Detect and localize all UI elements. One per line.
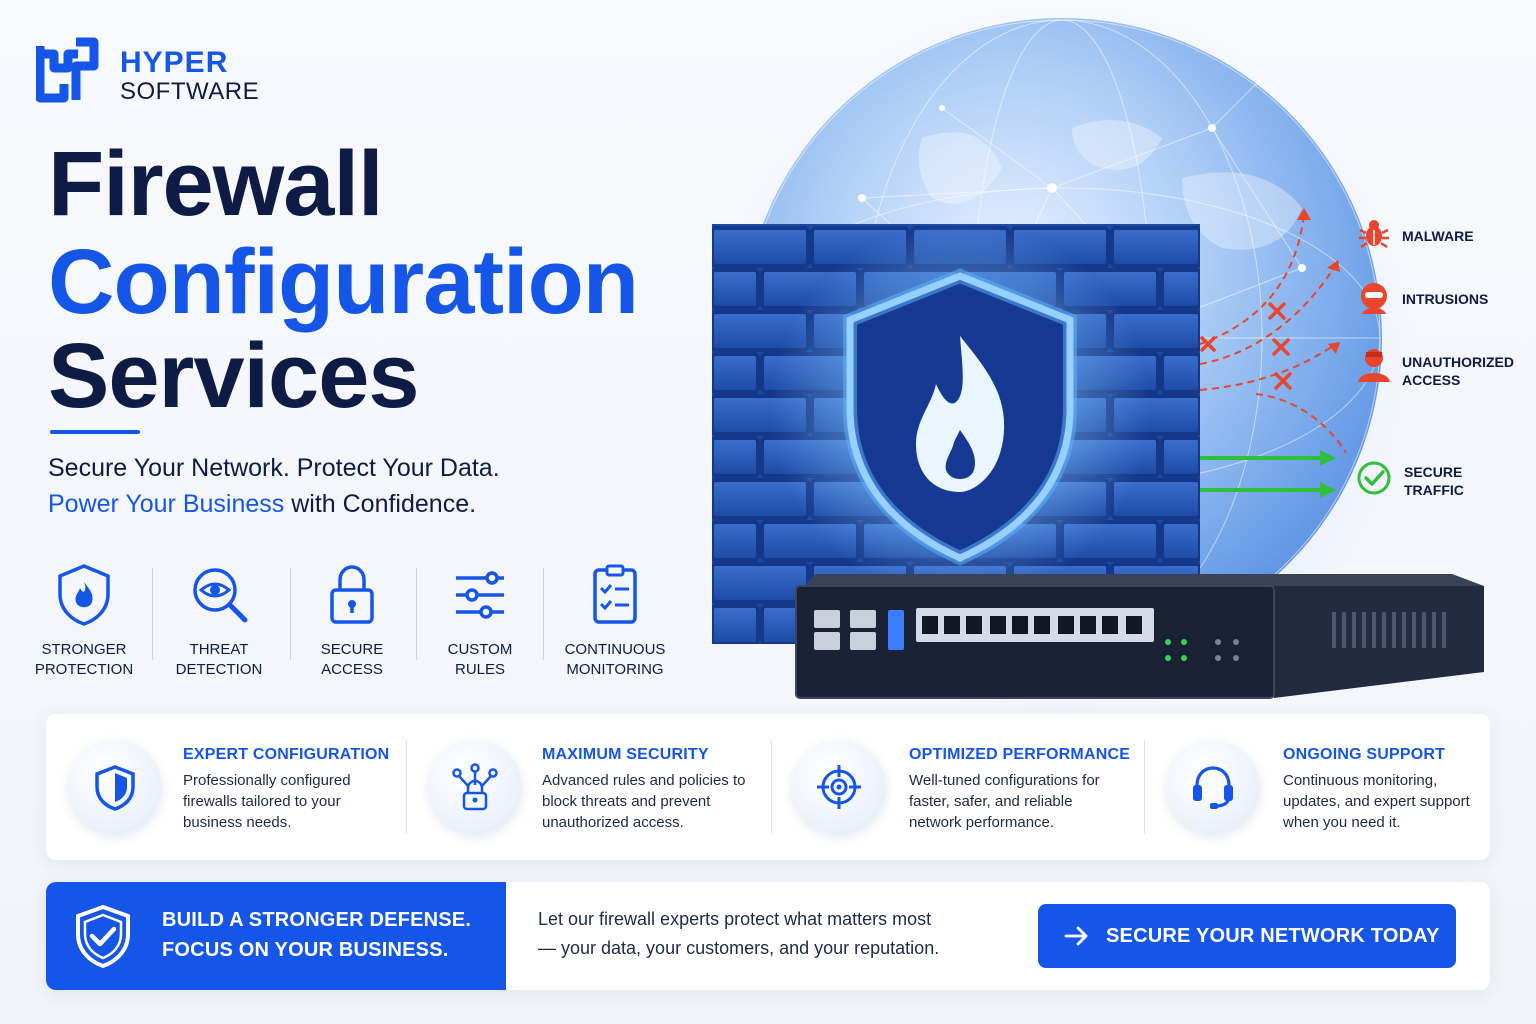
network-lock-icon bbox=[452, 763, 498, 811]
brand-logo: HYPER SOFTWARE bbox=[36, 36, 276, 112]
secure-network-button[interactable]: SECURE YOUR NETWORK TODAY bbox=[1038, 904, 1456, 968]
threat-label-malware: MALWARE bbox=[1402, 228, 1474, 244]
blocked-x-icon bbox=[1200, 336, 1216, 352]
eye-magnifier-icon bbox=[193, 568, 248, 623]
feature-label: SECURE ACCESS bbox=[287, 640, 417, 680]
benefit-icon-badge bbox=[428, 740, 522, 834]
feature-stronger-protection: STRONGER PROTECTION bbox=[19, 562, 149, 680]
brand-name-line2: SOFTWARE bbox=[120, 78, 260, 105]
benefit-divider bbox=[406, 740, 407, 834]
check-circle-icon bbox=[1357, 461, 1391, 495]
intrusion-arrow bbox=[1199, 263, 1337, 365]
blocked-x-icon bbox=[1272, 338, 1290, 356]
malware-arrow bbox=[1199, 213, 1305, 345]
benefit-expert-configuration: EXPERT CONFIGURATION Professionally conf… bbox=[46, 714, 406, 860]
sliders-icon bbox=[456, 571, 504, 619]
secure-network-button-label: SECURE YOUR NETWORK TODAY bbox=[1106, 924, 1440, 947]
feature-secure-access: SECURE ACCESS bbox=[287, 562, 417, 680]
tagline-highlight: Power Your Business bbox=[48, 490, 285, 518]
feature-label: THREAT DETECTION bbox=[154, 640, 284, 680]
traffic-label-line: TRAFFIC bbox=[1404, 482, 1464, 498]
unauthorized-arrow bbox=[1199, 343, 1337, 391]
benefit-description: Advanced rules and policies to block thr… bbox=[542, 772, 746, 831]
feature-label-text: CUSTOM RULES bbox=[447, 641, 513, 678]
headset-icon bbox=[1193, 766, 1233, 809]
shield-flame-icon bbox=[58, 564, 110, 626]
feature-label-text: SECURE ACCESS bbox=[320, 641, 384, 678]
arrow-right-icon bbox=[1064, 926, 1088, 946]
shield-icon bbox=[95, 765, 135, 811]
headline-line1: Firewall bbox=[48, 133, 384, 235]
brand-name-line1: HYPER bbox=[120, 46, 229, 79]
blocked-x-icon bbox=[1268, 302, 1286, 320]
feature-label: CONTINUOUS MONITORING bbox=[550, 640, 680, 680]
threat-label-intrusions: INTRUSIONS bbox=[1402, 291, 1489, 307]
feature-label-text: STRONGER PROTECTION bbox=[34, 641, 134, 678]
traffic-label-line: SECURE bbox=[1404, 464, 1463, 480]
benefits-panel: EXPERT CONFIGURATION Professionally conf… bbox=[46, 714, 1490, 860]
feature-threat-detection: THREAT DETECTION bbox=[154, 562, 284, 680]
feature-divider bbox=[152, 568, 153, 660]
feature-label: STRONGER PROTECTION bbox=[19, 640, 149, 680]
benefit-divider bbox=[1144, 740, 1145, 834]
traffic-label-secure: SECURE TRAFFIC bbox=[1404, 463, 1464, 499]
feature-divider bbox=[543, 568, 544, 660]
hacker-intrusion-icon bbox=[1361, 283, 1387, 314]
blocked-x-icon bbox=[1274, 372, 1292, 390]
tagline-line1: Secure Your Network. Protect Your Data. bbox=[48, 454, 500, 482]
cta-band: BUILD A STRONGER DEFENSE. FOCUS ON YOUR … bbox=[46, 882, 1490, 990]
benefit-icon-badge bbox=[1166, 740, 1260, 834]
feature-label-text: THREAT DETECTION bbox=[175, 641, 263, 678]
benefit-maximum-security: MAXIMUM SECURITY Advanced rules and poli… bbox=[406, 714, 772, 860]
benefit-title: MAXIMUM SECURITY bbox=[542, 746, 709, 763]
shield-check-icon bbox=[76, 904, 130, 969]
threat-label-unauthorized: UNAUTHORIZED ACCESS bbox=[1402, 353, 1514, 389]
cta-message-line2: — your data, your customers, and your re… bbox=[538, 938, 940, 958]
headline-line3: Services bbox=[48, 325, 420, 427]
feature-continuous-monitoring: CONTINUOUS MONITORING bbox=[550, 562, 680, 680]
benefit-optimized-performance: OPTIMIZED PERFORMANCE Well-tuned configu… bbox=[772, 714, 1144, 860]
headline-line2: Configuration bbox=[48, 231, 639, 333]
feature-label-text: CONTINUOUS MONITORING bbox=[564, 641, 666, 678]
globe-network-lines bbox=[743, 19, 1381, 657]
benefit-description: Continuous monitoring, updates, and expe… bbox=[1283, 772, 1470, 831]
benefit-ongoing-support: ONGOING SUPPORT Continuous monitoring, u… bbox=[1144, 714, 1490, 860]
feature-divider bbox=[416, 568, 417, 660]
benefit-divider bbox=[771, 740, 772, 834]
shield-flame-emblem-icon bbox=[843, 268, 1077, 566]
feature-custom-rules: CUSTOM RULES bbox=[415, 562, 545, 680]
cta-headline-line2: FOCUS ON YOUR BUSINESS. bbox=[162, 939, 449, 961]
user-unauthorized-icon bbox=[1358, 349, 1390, 382]
checklist-clipboard-icon bbox=[593, 564, 637, 624]
benefit-description: Well-tuned configurations for faster, sa… bbox=[909, 772, 1100, 831]
benefit-description: Professionally configured firewalls tail… bbox=[183, 772, 351, 831]
benefit-title: EXPERT CONFIGURATION bbox=[183, 746, 390, 763]
headline-divider bbox=[50, 430, 140, 434]
bug-malware-icon bbox=[1359, 220, 1389, 249]
benefit-icon-badge bbox=[68, 740, 162, 834]
cta-headline-line1: BUILD A STRONGER DEFENSE. bbox=[162, 909, 472, 931]
feature-label: CUSTOM RULES bbox=[415, 640, 545, 680]
benefit-title: OPTIMIZED PERFORMANCE bbox=[909, 746, 1131, 763]
crosshair-icon bbox=[817, 765, 861, 809]
tagline-rest: with Confidence. bbox=[284, 490, 477, 518]
hyper-logo-icon bbox=[36, 37, 99, 103]
tagline-line2: Power Your Business with Confidence. bbox=[48, 490, 476, 519]
traffic-flow-arrows bbox=[1199, 208, 1346, 498]
threat-label-line: ACCESS bbox=[1402, 372, 1461, 388]
padlock-icon bbox=[330, 565, 374, 624]
benefit-title: ONGOING SUPPORT bbox=[1283, 746, 1446, 763]
cta-message-line1: Let our firewall experts protect what ma… bbox=[538, 909, 932, 929]
cta-highlight-block: BUILD A STRONGER DEFENSE. FOCUS ON YOUR … bbox=[46, 882, 506, 990]
threat-label-line: UNAUTHORIZED bbox=[1402, 354, 1514, 370]
benefit-icon-badge bbox=[792, 740, 886, 834]
feature-divider bbox=[290, 568, 291, 660]
firewall-appliance-device bbox=[795, 574, 1484, 699]
